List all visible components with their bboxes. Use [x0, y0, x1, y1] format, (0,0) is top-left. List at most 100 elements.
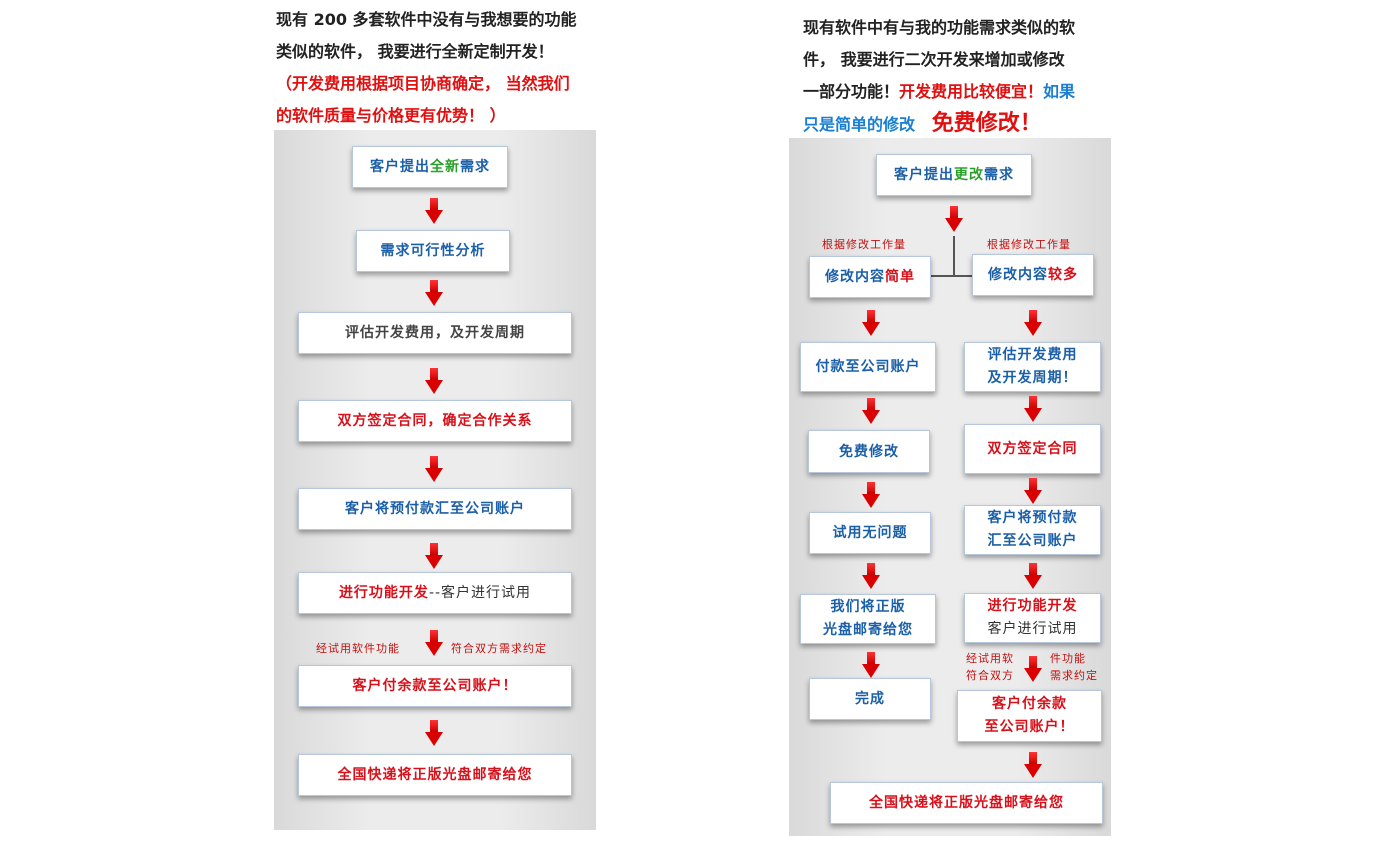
right-note-simple: 根据修改工作量 [822, 238, 906, 251]
right-b3-line-1: 客户将预付款 [987, 510, 1078, 526]
left-step4-label: 双方签定合同，确定合作关系 [337, 413, 533, 429]
right-note-d-line-2: 需求约定 [1050, 669, 1098, 682]
right-branch-more: 修改内容较多 [972, 254, 1094, 296]
right-b5-line-2: 至公司账户！ [984, 719, 1075, 735]
left-intro-line-1: 现有 200 多套软件中没有与我想要的功能 [276, 10, 577, 29]
right-a-arrow-2 [862, 398, 880, 424]
right-b-arrow-2 [1024, 396, 1042, 422]
left-step-contract: 双方签定合同，确定合作关系 [298, 400, 572, 442]
right-more-part-a: 修改内容 [988, 267, 1048, 283]
left-arrow-2 [425, 280, 443, 306]
right-final-label: 全国快递将正版光盘邮寄给您 [869, 795, 1064, 811]
right-intro-line-4b: 免费修改！ [931, 111, 1042, 136]
left-step-balance: 客户付余款至公司账户！ [298, 665, 572, 707]
left-arrow-1 [425, 198, 443, 224]
right-b2-label: 双方签定合同 [987, 441, 1078, 457]
right-a5-label: 完成 [855, 691, 885, 707]
right-simple-part-a: 修改内容 [825, 269, 885, 285]
right-a-pay: 付款至公司账户 [800, 342, 936, 392]
left-step3-label: 评估开发费用，及开发周期 [345, 325, 525, 341]
right-a-free-modify: 免费修改 [808, 430, 930, 473]
right-start-part-b: 更改 [954, 167, 984, 183]
right-note-c-line-1: 经试用软 [966, 652, 1014, 665]
right-a-done: 完成 [809, 678, 931, 720]
left-arrow-6 [425, 630, 443, 656]
right-step-change-request: 客户提出更改需求 [876, 154, 1032, 196]
right-a4-line-2: 光盘邮寄给您 [823, 622, 913, 638]
right-a-arrow-4 [862, 563, 880, 589]
right-intro-line-3: 一部分功能！开发费用比较便宜！如果 [803, 76, 1143, 108]
right-a-arrow-3 [862, 482, 880, 508]
left-intro-line-2: 类似的软件， 我要进行全新定制开发！ [276, 42, 554, 61]
right-a-arrow-1 [862, 310, 880, 336]
left-arrow-5 [425, 543, 443, 569]
left-intro-line-4: 的软件质量与价格更有优势！ ） [276, 106, 506, 125]
right-b-prepay: 客户将预付款 汇至公司账户 [964, 505, 1101, 555]
right-b-arrow-3 [1024, 478, 1042, 504]
right-b-contract: 双方签定合同 [964, 424, 1101, 474]
right-intro: 现有软件中有与我的功能需求类似的软 件， 我要进行二次开发来增加或修改 一部分功… [803, 12, 1143, 141]
right-b-arrow-4 [1024, 563, 1042, 589]
right-intro-line-3b: 开发费用比较便宜！ [899, 82, 1044, 101]
right-b-arrow-5 [1024, 656, 1042, 682]
right-a1-label: 付款至公司账户 [815, 359, 921, 375]
right-b1-line-2: 及开发周期！ [987, 370, 1078, 386]
left-step2-label: 需求可行性分析 [380, 243, 486, 259]
right-note-d-line-1: 件功能 [1050, 652, 1086, 665]
right-b-balance: 客户付余款 至公司账户！ [957, 690, 1102, 742]
right-a-mail-disc: 我们将正版 光盘邮寄给您 [800, 594, 936, 644]
left-arrow-3 [425, 368, 443, 394]
right-note-trial-d: 件功能 需求约定 [1050, 650, 1098, 684]
left-step6-part-b: --客户进行试用 [428, 585, 532, 601]
left-step8-label: 全国快递将正版光盘邮寄给您 [337, 767, 533, 783]
right-intro-line-4: 只是简单的修改 免费修改！ [803, 108, 1143, 141]
right-intro-line-1: 现有软件中有与我的功能需求类似的软 [803, 18, 1076, 37]
right-more-part-b: 较多 [1048, 267, 1078, 283]
right-b-develop: 进行功能开发 客户进行试用 [964, 593, 1101, 643]
left-step-develop: 进行功能开发--客户进行试用 [298, 572, 572, 614]
right-b-arrow-1 [1024, 310, 1042, 336]
right-branch-simple: 修改内容简单 [809, 256, 931, 298]
left-step6-part-a: 进行功能开发 [338, 585, 429, 601]
left-step-feasibility: 需求可行性分析 [356, 230, 510, 272]
right-a-arrow-5 [862, 652, 880, 678]
right-start-part-c: 需求 [984, 167, 1014, 183]
right-intro-line-2: 件， 我要进行二次开发来增加或修改 [803, 50, 1065, 69]
right-note-c-line-2: 符合双方 [966, 669, 1014, 682]
left-step-prepay: 客户将预付款汇至公司账户 [298, 488, 572, 530]
left-step7-label: 客户付余款至公司账户！ [352, 678, 518, 694]
right-a-trial-ok: 试用无问题 [809, 512, 931, 554]
left-note-trial-right: 符合双方需求约定 [451, 642, 547, 655]
left-step5-label: 客户将预付款汇至公司账户 [345, 501, 525, 517]
right-note-trial-c: 经试用软 符合双方 [966, 650, 1014, 684]
right-intro-line-4a: 只是简单的修改 [803, 115, 916, 134]
left-arrow-7 [425, 720, 443, 746]
left-step1-part-a: 客户提出 [370, 159, 430, 175]
right-b5-line-1: 客户付余款 [992, 696, 1067, 712]
right-b3-line-2: 汇至公司账户 [987, 533, 1078, 549]
right-arrow-top [945, 206, 963, 232]
left-step1-part-b: 全新 [430, 159, 460, 175]
left-step-ship: 全国快递将正版光盘邮寄给您 [298, 754, 572, 796]
left-note-trial-left: 经试用软件功能 [316, 642, 400, 655]
right-b-estimate: 评估开发费用 及开发周期！ [964, 342, 1101, 392]
right-simple-part-b: 简单 [885, 269, 915, 285]
right-a2-label: 免费修改 [839, 443, 899, 460]
branch-line-horizontal [930, 275, 973, 277]
right-final-ship: 全国快递将正版光盘邮寄给您 [830, 782, 1103, 824]
right-start-part-a: 客户提出 [894, 167, 954, 183]
left-intro: 现有 200 多套软件中没有与我想要的功能 类似的软件， 我要进行全新定制开发！… [276, 4, 636, 132]
left-arrow-4 [425, 456, 443, 482]
branch-line-vertical [953, 236, 955, 276]
right-b4-line-1: 进行功能开发 [987, 598, 1078, 614]
right-b1-line-1: 评估开发费用 [987, 347, 1078, 363]
right-intro-line-3a: 一部分功能！ [803, 82, 900, 101]
right-b4-line-2: 客户进行试用 [987, 621, 1078, 637]
left-step-estimate: 评估开发费用，及开发周期 [298, 312, 572, 354]
left-intro-line-3: （开发费用根据项目协商确定， 当然我们 [276, 74, 570, 93]
right-a4-line-1: 我们将正版 [830, 599, 906, 615]
left-step1-part-c: 需求 [460, 159, 490, 175]
right-b-arrow-6 [1024, 752, 1042, 778]
left-step-new-request: 客户提出全新需求 [352, 146, 508, 188]
right-a3-label: 试用无问题 [832, 525, 908, 541]
